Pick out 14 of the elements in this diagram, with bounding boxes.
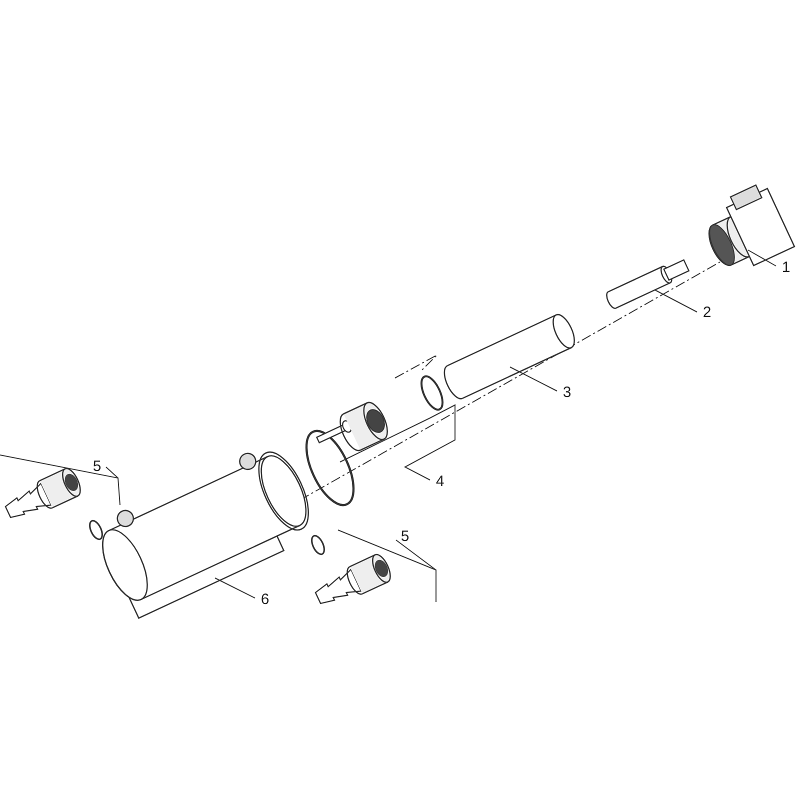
callout-number: 1: [778, 258, 794, 278]
leader-line: [510, 366, 558, 392]
leader-line: [340, 404, 456, 480]
callout-number: 5: [89, 457, 105, 477]
leader-line: [214, 578, 256, 598]
callout-number: 2: [699, 303, 715, 323]
callout-number: 5: [397, 527, 413, 547]
callout-number: 6: [257, 590, 273, 610]
leader-line: [338, 530, 436, 602]
leader-line: [0, 454, 120, 506]
leader-line: [748, 250, 776, 266]
leader-line: [654, 290, 698, 312]
callout-number: 4: [432, 472, 448, 492]
callout-number: 3: [559, 383, 575, 403]
